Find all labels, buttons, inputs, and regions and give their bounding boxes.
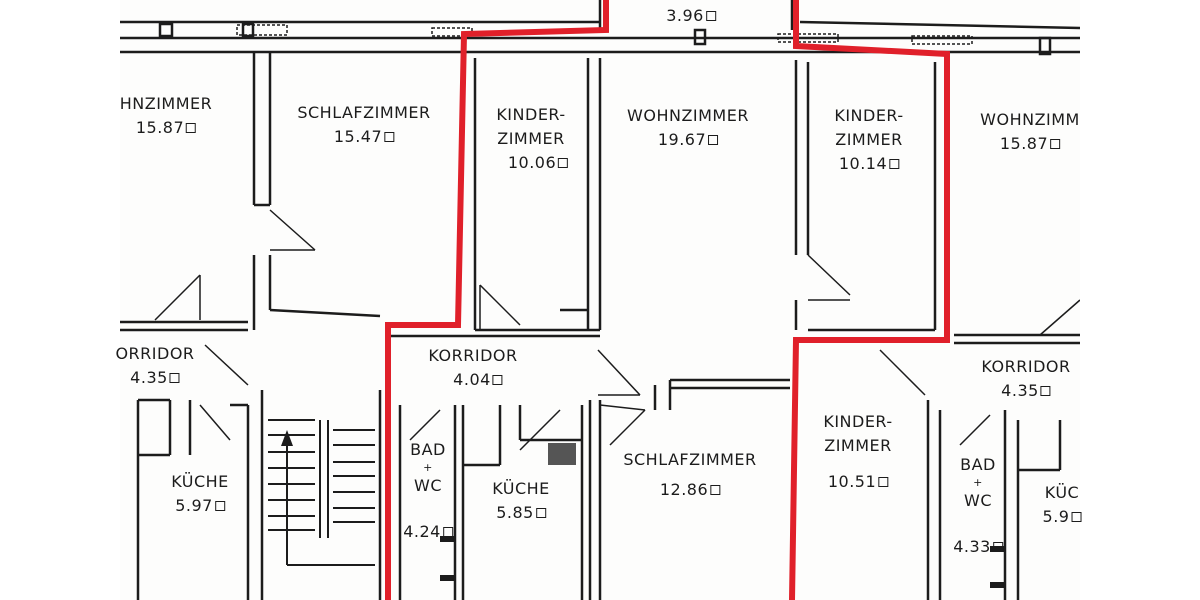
room-area: 12.86 xyxy=(623,478,756,502)
room-area: 5.97 xyxy=(171,494,229,518)
room-area: 19.67 xyxy=(627,128,749,152)
room-name: KORRIDOR xyxy=(981,357,1071,376)
room-name: KÜCHE xyxy=(492,479,550,498)
room-name: KÜCHE xyxy=(171,472,229,491)
room-area: 15.47 xyxy=(297,125,430,149)
room-area: 4.35 xyxy=(981,379,1070,403)
room-area: 4.04 xyxy=(428,368,517,392)
room-left-kueche: KÜCHE 5.97 xyxy=(171,470,229,518)
room-name: HNZIMMER xyxy=(119,94,213,113)
room-left-wohnzimmer: HNZIMMER 15.87 xyxy=(120,92,213,140)
room-right-korridor: KORRIDOR 4.35 xyxy=(981,355,1070,403)
room-right-bad-wc: BAD + WC 4.33 xyxy=(953,453,1003,559)
room-area: 5.9 xyxy=(1043,505,1082,529)
room-left-korridor: ORRIDOR 4.35 xyxy=(115,342,194,390)
room-kinderzimmer-2: KINDER- ZIMMER 10.14 xyxy=(834,104,903,176)
room-name: KINDER- xyxy=(496,105,566,124)
room-kinderzimmer-3: KINDER- ZIMMER 10.51 xyxy=(823,410,892,494)
room-name: + xyxy=(973,476,983,489)
room-name: WC xyxy=(964,491,992,510)
room-name: ZIMMER xyxy=(497,129,565,148)
room-name: ZIMMER xyxy=(835,130,903,149)
room-name: SCHLAFZIMMER xyxy=(623,450,757,469)
apartment-outline xyxy=(385,0,609,600)
room-name: + xyxy=(423,461,433,474)
room-right-wohnzimmer: WOHNZIMM 15.87 xyxy=(980,108,1080,156)
room-wohnzimmer-main: WOHNZIMMER 19.67 xyxy=(627,104,749,152)
room-area: 10.14 xyxy=(834,152,903,176)
room-area: 10.51 xyxy=(823,470,892,494)
page-margin-left xyxy=(0,0,120,600)
room-name: KORRIDOR xyxy=(428,346,518,365)
room-name: ZIMMER xyxy=(824,436,892,455)
room-name: SCHLAFZIMMER xyxy=(297,103,431,122)
room-kinderzimmer-1: KINDER- ZIMMER 10.06 xyxy=(494,103,568,175)
room-area: 4.33 xyxy=(953,535,1003,559)
room-area: 4.35 xyxy=(115,366,194,390)
room-area: 15.87 xyxy=(980,132,1080,156)
room-name: WOHNZIMMER xyxy=(627,106,749,125)
page-margin-right xyxy=(1080,0,1200,600)
room-name: ORRIDOR xyxy=(115,344,195,363)
room-name: KINDER- xyxy=(823,412,893,431)
room-name: WC xyxy=(414,476,442,495)
room-left-schlafzimmer: SCHLAFZIMMER 15.47 xyxy=(297,101,430,149)
room-area: 4.24 xyxy=(403,520,453,544)
room-bad-wc-main: BAD + WC 4.24 xyxy=(403,438,453,544)
room-name: BAD xyxy=(410,440,446,459)
room-name: WOHNZIMM xyxy=(980,110,1080,129)
room-name: BAD xyxy=(960,455,996,474)
room-area: 10.06 xyxy=(494,151,568,175)
room-top-landing: 3.96 xyxy=(666,4,716,28)
room-kueche-main: KÜCHE 5.85 xyxy=(492,477,550,525)
room-name: KÜC xyxy=(1044,483,1080,502)
room-schlafzimmer-main: SCHLAFZIMMER 12.86 xyxy=(623,448,756,502)
room-name: KINDER- xyxy=(834,106,904,125)
room-area: 3.96 xyxy=(666,4,716,28)
room-area: 15.87 xyxy=(120,116,213,140)
room-right-kueche: KÜC 5.9 xyxy=(1043,481,1082,529)
room-korridor-main: KORRIDOR 4.04 xyxy=(428,344,517,392)
room-area: 5.85 xyxy=(492,501,550,525)
